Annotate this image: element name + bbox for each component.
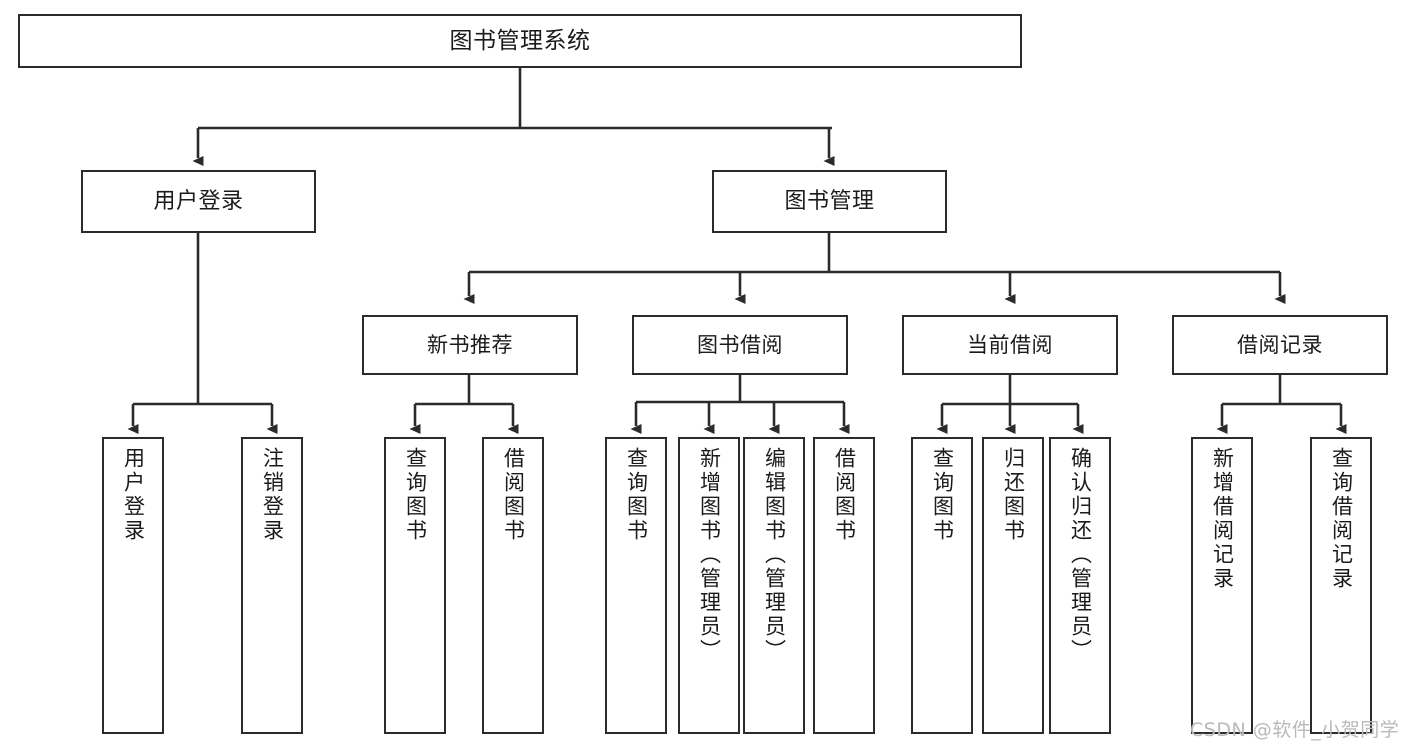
leaf-book-borrow-borrow-book[interactable]: 借阅图书 xyxy=(813,437,875,734)
watermark-text: CSDN @软件_小贺同学 xyxy=(1190,719,1400,741)
leaf-new-book-query-book[interactable]: 查询图书 xyxy=(384,437,446,734)
node-book-borrow[interactable]: 图书借阅 xyxy=(632,315,848,375)
leaf-user-login-logout[interactable]: 注销登录 xyxy=(241,437,303,734)
leaf-borrow-record-query-record[interactable]: 查询借阅记录 xyxy=(1310,437,1372,734)
node-borrow-record[interactable]: 借阅记录 xyxy=(1172,315,1388,375)
node-label: 注销登录 xyxy=(260,447,285,543)
leaf-current-borrow-return-book[interactable]: 归还图书 xyxy=(982,437,1044,734)
leaf-book-borrow-query-book[interactable]: 查询图书 xyxy=(605,437,667,734)
node-label: 归还图书 xyxy=(1001,447,1026,543)
node-label: 图书管理 xyxy=(784,188,875,214)
leaf-book-borrow-edit-book-admin[interactable]: 编辑图书（管理员） xyxy=(743,437,805,734)
node-label: 新书推荐 xyxy=(427,332,513,357)
node-label: 图书借阅 xyxy=(697,332,783,357)
leaf-user-login-login[interactable]: 用户登录 xyxy=(102,437,164,734)
node-label: 新增图书（管理员） xyxy=(697,447,722,663)
node-label: 用户登录 xyxy=(121,447,146,543)
node-label: 图书管理系统 xyxy=(449,27,591,54)
node-label: 编辑图书（管理员） xyxy=(762,447,787,663)
leaf-book-borrow-add-book-admin[interactable]: 新增图书（管理员） xyxy=(678,437,740,734)
node-user-login[interactable]: 用户登录 xyxy=(81,170,316,233)
node-label: 当前借阅 xyxy=(967,332,1053,357)
node-root-book-management-system[interactable]: 图书管理系统 xyxy=(18,14,1022,68)
node-label: 借阅记录 xyxy=(1237,332,1323,357)
node-label: 借阅图书 xyxy=(832,447,857,543)
leaf-current-borrow-confirm-return-admin[interactable]: 确认归还（管理员） xyxy=(1049,437,1111,734)
leaf-borrow-record-add-record[interactable]: 新增借阅记录 xyxy=(1191,437,1253,734)
node-current-borrow[interactable]: 当前借阅 xyxy=(902,315,1118,375)
node-label: 查询图书 xyxy=(624,447,649,543)
node-label: 新增借阅记录 xyxy=(1210,447,1235,591)
node-book-management[interactable]: 图书管理 xyxy=(712,170,947,233)
node-label: 查询借阅记录 xyxy=(1329,447,1354,591)
leaf-current-borrow-query-book[interactable]: 查询图书 xyxy=(911,437,973,734)
node-label: 借阅图书 xyxy=(501,447,526,543)
node-label: 查询图书 xyxy=(930,447,955,543)
node-label: 确认归还（管理员） xyxy=(1068,447,1093,663)
leaf-new-book-borrow-book[interactable]: 借阅图书 xyxy=(482,437,544,734)
node-label: 用户登录 xyxy=(153,188,244,214)
node-new-book-recommend[interactable]: 新书推荐 xyxy=(362,315,578,375)
node-label: 查询图书 xyxy=(403,447,428,543)
csdn-watermark: CSDN @软件_小贺同学 xyxy=(1190,715,1399,742)
